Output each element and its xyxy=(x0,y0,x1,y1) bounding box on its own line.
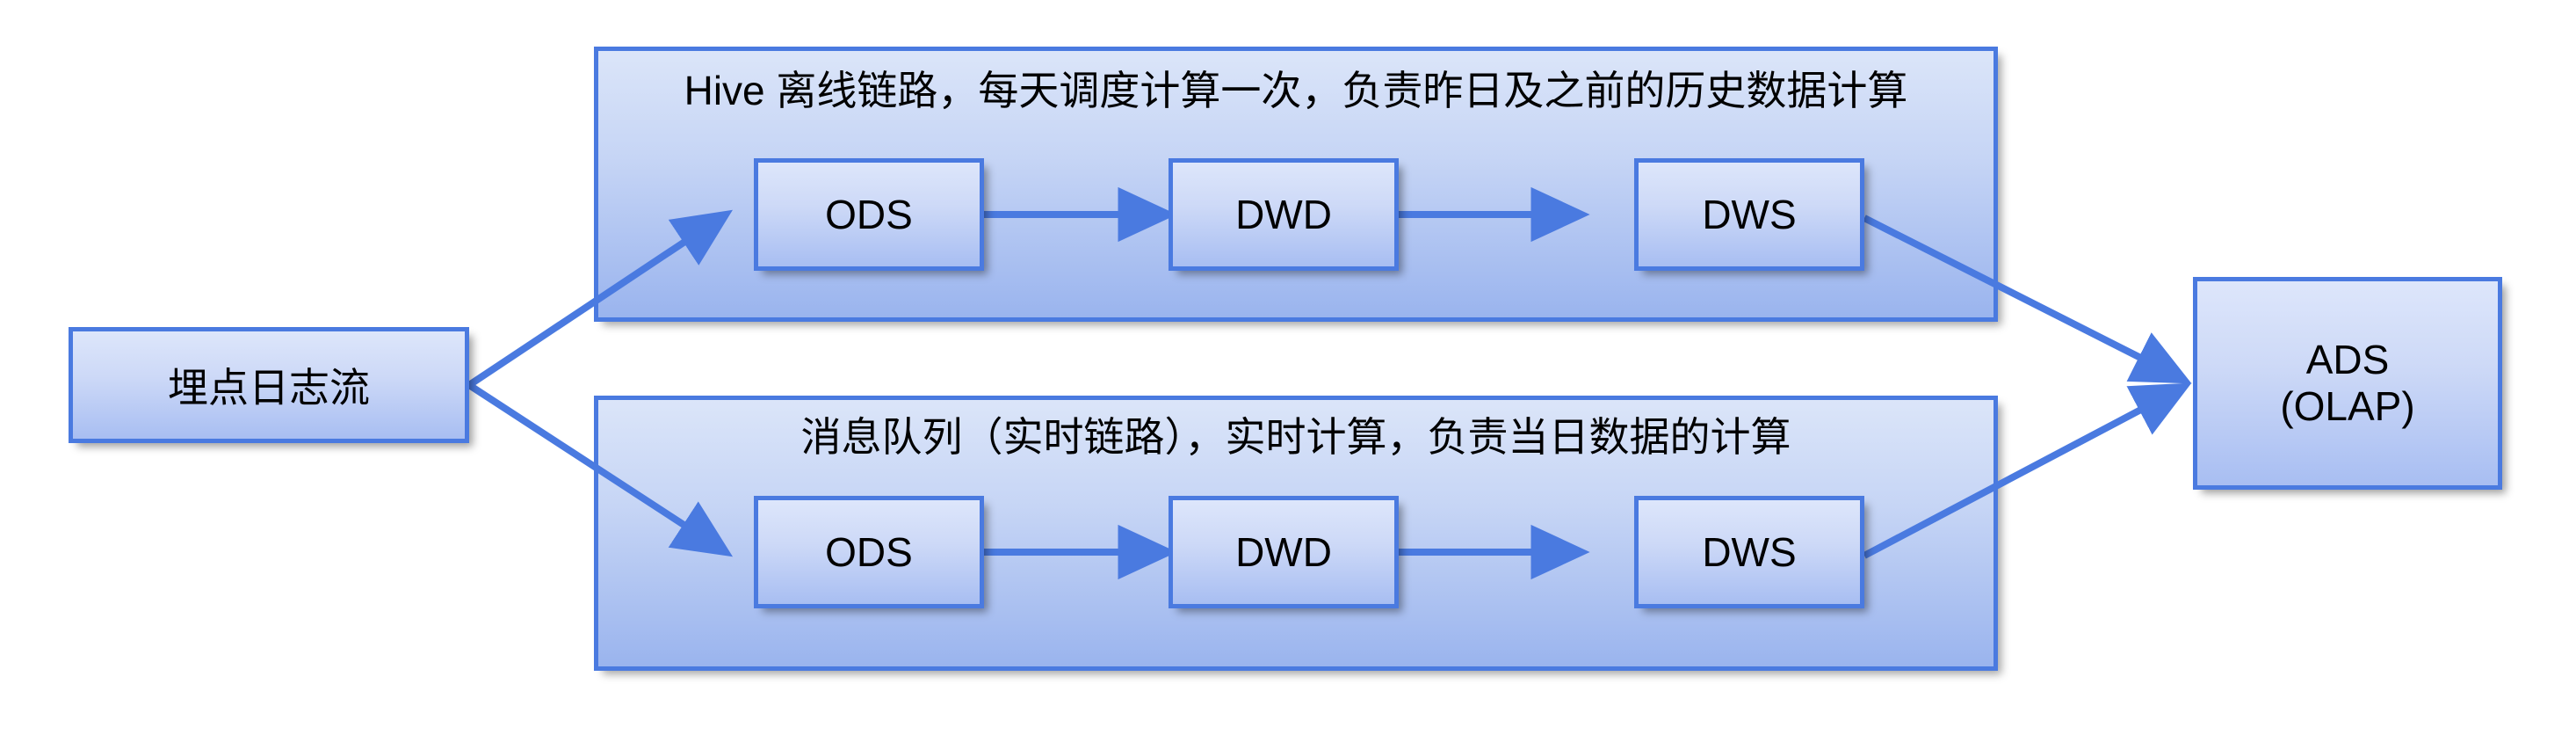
node-source-log-stream[interactable]: 埋点日志流 xyxy=(69,327,469,443)
node-offline-dws-label: DWS xyxy=(1702,192,1797,237)
node-realtime-dwd-label: DWD xyxy=(1235,529,1332,575)
node-realtime-ods[interactable]: ODS xyxy=(754,496,984,608)
node-realtime-dws[interactable]: DWS xyxy=(1634,496,1864,608)
node-offline-dws[interactable]: DWS xyxy=(1634,158,1864,271)
node-source-label: 埋点日志流 xyxy=(168,365,370,411)
node-sink-ads-label-primary: ADS xyxy=(2305,336,2390,382)
node-sink-ads[interactable]: ADS (OLAP) xyxy=(2193,277,2502,490)
lane-realtime-title: 消息队列（实时链路），实时计算，负责当日数据的计算 xyxy=(800,414,1791,460)
node-realtime-dwd[interactable]: DWD xyxy=(1169,496,1399,608)
node-offline-dwd[interactable]: DWD xyxy=(1169,158,1399,271)
node-offline-ods-label: ODS xyxy=(825,192,913,237)
node-realtime-ods-label: ODS xyxy=(825,529,913,575)
node-realtime-dws-label: DWS xyxy=(1702,529,1797,575)
node-offline-ods[interactable]: ODS xyxy=(754,158,984,271)
lane-offline-title: Hive 离线链路，每天调度计算一次，负责昨日及之前的历史数据计算 xyxy=(684,68,1908,113)
node-offline-dwd-label: DWD xyxy=(1235,192,1332,237)
node-sink-ads-label-secondary: (OLAP) xyxy=(2280,383,2415,429)
